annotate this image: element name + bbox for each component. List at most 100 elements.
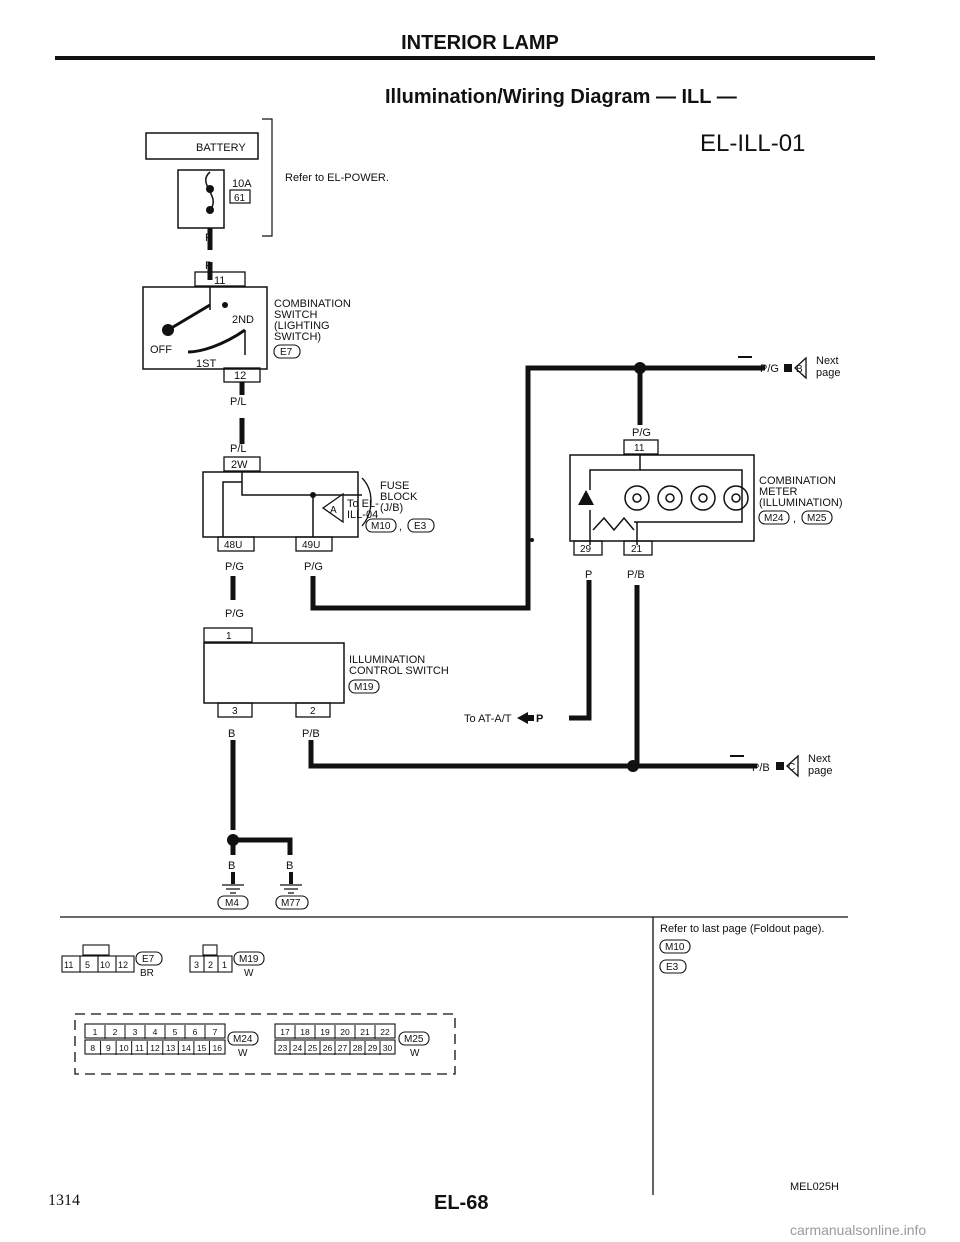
fuse-block-label-2: BLOCK <box>380 491 418 503</box>
svg-text:E7: E7 <box>280 347 293 358</box>
ground-wire-1: B <box>228 860 235 872</box>
wire-pg-49u: P/G <box>304 561 323 573</box>
pin-cell: 2 <box>113 1027 118 1037</box>
pin-cell: 25 <box>308 1043 318 1053</box>
pin-12: 12 <box>234 370 246 382</box>
combination-switch-box <box>142 286 268 370</box>
pin-box-29 <box>573 540 603 556</box>
refer-bracket <box>262 118 273 237</box>
wire-pg-48u: P/G <box>225 561 244 573</box>
next-c-text-1: Next <box>808 753 831 765</box>
connector-separator: , <box>793 513 796 525</box>
wire-pg-illum: P/G <box>225 608 244 620</box>
svg-text:E3: E3 <box>414 521 427 532</box>
pin-2: 2 <box>310 706 316 717</box>
arrow-ref-a-label: A <box>330 505 337 516</box>
arrow-ref-a <box>321 492 344 524</box>
comb-switch-label-4: SWITCH) <box>274 331 321 343</box>
wire-pb: P/B <box>302 728 320 740</box>
wire-p-meter: P <box>585 569 592 581</box>
meter-label-3: (ILLUMINATION) <box>759 497 843 509</box>
section-title: INTERIOR LAMP <box>401 32 559 54</box>
header-rule <box>55 56 875 60</box>
pin-cell: 1 <box>93 1027 98 1037</box>
pin-cell: 11 <box>135 1043 144 1053</box>
connector-tag-e7: E7 <box>273 344 301 359</box>
connector-view-m24 <box>84 1023 226 1055</box>
illum-switch-label-1: ILLUMINATION <box>349 654 425 666</box>
pin-cell: 19 <box>320 1027 330 1037</box>
pin-cell: 17 <box>280 1027 290 1037</box>
connector-separator: , <box>399 521 402 533</box>
next-b-ref: B <box>796 364 803 375</box>
m19-pin-1: 3 <box>194 960 199 970</box>
pin-cell: 27 <box>338 1043 348 1053</box>
pin-11: 11 <box>214 275 225 287</box>
pin-21: 21 <box>631 544 643 555</box>
svg-text:M25: M25 <box>404 1034 424 1045</box>
page-label: EL-68 <box>434 1192 489 1214</box>
pin-cell: 15 <box>197 1043 207 1053</box>
e7-pin-2: 5 <box>85 960 90 970</box>
e7-pin-4: 12 <box>118 960 128 970</box>
pos-1st: 1ST <box>196 358 216 370</box>
connector-view-m24-tag: M24 W <box>227 1031 259 1059</box>
pin-cell: 13 <box>166 1043 176 1053</box>
fuse-block-label-3: (J/B) <box>380 502 403 514</box>
watermark: carmanualsonline.info <box>790 1222 927 1238</box>
diagram-code: EL-ILL-01 <box>700 130 806 157</box>
next-c-text-2: page <box>808 765 832 777</box>
meter-label-2: METER <box>759 486 798 498</box>
next-b-wire: P/G <box>760 363 779 375</box>
comb-switch-label-1: COMBINATION <box>274 298 351 310</box>
pin-cell: 22 <box>380 1027 390 1037</box>
svg-text:W: W <box>244 968 254 979</box>
pin-cell: 4 <box>153 1027 158 1037</box>
svg-text:W: W <box>238 1048 248 1059</box>
connector-view-m19 <box>189 944 233 973</box>
comb-switch-label-2: SWITCH <box>274 309 317 321</box>
pin-cell: 24 <box>293 1043 303 1053</box>
pin-3: 3 <box>232 706 238 717</box>
to-el-2: ILL-04 <box>347 509 378 521</box>
next-b-text-2: page <box>816 367 840 379</box>
pos-off: OFF <box>150 344 172 356</box>
pin-box-2w <box>223 456 261 472</box>
diagram-footer-code: MEL025H <box>790 1181 839 1193</box>
pin-cell: 8 <box>90 1043 95 1053</box>
fuse-block-box <box>202 471 359 538</box>
pin-box-49u <box>295 536 333 552</box>
meter-label-1: COMBINATION <box>759 475 836 487</box>
e7-pin-3: 10 <box>100 960 110 970</box>
pin-cell: 23 <box>278 1043 288 1053</box>
svg-text:M19: M19 <box>354 682 374 693</box>
wire-b: B <box>228 728 235 740</box>
pin-box-11 <box>194 271 246 287</box>
fuse-rating: 10A <box>232 178 252 190</box>
pin-49u: 49U <box>302 540 320 551</box>
svg-text:E3: E3 <box>666 962 679 973</box>
pin-48u: 48U <box>224 540 242 551</box>
pin-cell: 10 <box>119 1043 129 1053</box>
m19-pin-2: 2 <box>208 960 213 970</box>
m19-pin-3: 1 <box>222 960 227 970</box>
fuse-number: 61 <box>234 193 246 204</box>
pin-cell: 26 <box>323 1043 333 1053</box>
connector-tag-m10: M10 <box>365 518 397 533</box>
to-el-1: To EL- <box>347 498 379 510</box>
pin-cell: 14 <box>181 1043 191 1053</box>
pin-cell: 3 <box>133 1027 138 1037</box>
pin-meter-11: 11 <box>634 443 645 454</box>
battery-label: BATTERY <box>196 142 246 154</box>
to-at-wire: P <box>536 713 543 725</box>
pos-2nd: 2ND <box>232 314 254 326</box>
ground-wire-2: B <box>286 860 293 872</box>
svg-text:M25: M25 <box>807 513 827 524</box>
pin-cell: 12 <box>150 1043 160 1053</box>
fuse-box <box>177 169 225 229</box>
pin-1: 1 <box>226 631 232 642</box>
pin-cell: 6 <box>193 1027 198 1037</box>
